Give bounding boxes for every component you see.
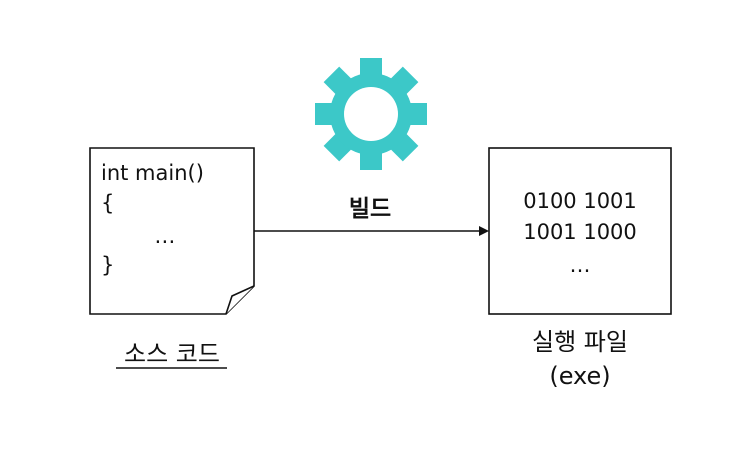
executable-caption: 실행 파일 — [532, 328, 628, 356]
source-code-line: } — [101, 253, 115, 277]
executable-box — [488, 147, 672, 315]
build-label: 빌드 — [348, 196, 392, 222]
folded-corner — [225, 285, 255, 315]
gear-icon — [315, 58, 427, 170]
source-code-caption: 소스 코드 — [124, 340, 220, 368]
build-arrow-head — [479, 226, 489, 236]
binary-line: 0100 1001 — [523, 189, 637, 213]
source-code-line: { — [101, 191, 115, 215]
binary-line: … — [569, 253, 591, 277]
gear-hole — [344, 87, 398, 141]
executable-caption-ext: (exe) — [549, 362, 611, 390]
binary-line: 1001 1000 — [523, 220, 637, 244]
source-code-line: int main() — [101, 161, 204, 185]
source-code-line: … — [101, 224, 176, 248]
